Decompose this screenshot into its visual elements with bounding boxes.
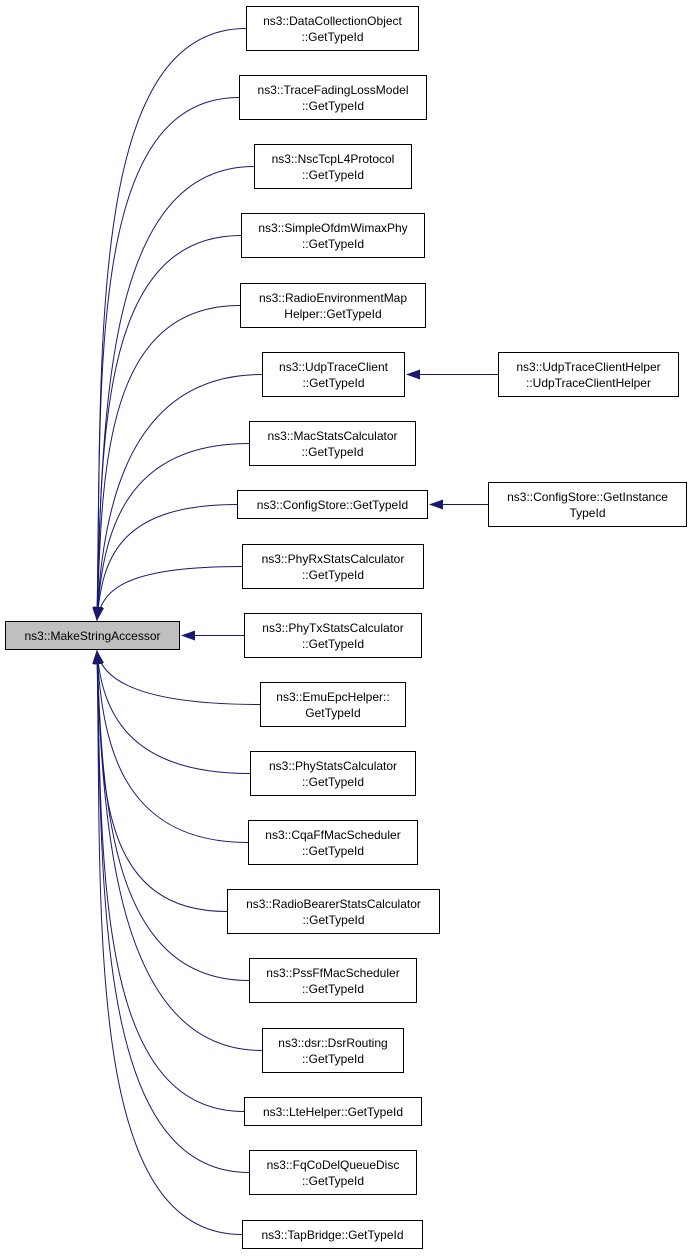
node-config-store-get-type-id[interactable]: ns3::ConfigStore::GetTypeId	[237, 490, 428, 519]
node-label: ns3::RadioEnvironmentMap Helper::GetType…	[258, 290, 408, 321]
node-label: ns3::PhyRxStatsCalculator ::GetTypeId	[261, 551, 405, 582]
edge-n2-to-root	[92, 97, 240, 621]
edge-n3-to-root	[92, 166, 255, 621]
node-label: ns3::UdpTraceClientHelper ::UdpTraceClie…	[516, 359, 661, 390]
edge-n9-to-root	[94, 566, 243, 621]
node-pss-ff-mac-scheduler-get-type-id[interactable]: ns3::PssFfMacScheduler ::GetTypeId	[249, 958, 417, 1003]
root-node-make-string-accessor: ns3::MakeStringAccessor	[5, 621, 180, 650]
node-simple-ofdm-wimax-phy-get-type-id[interactable]: ns3::SimpleOfdmWimaxPhy ::GetTypeId	[241, 213, 425, 258]
node-label: ns3::RadioBearerStatsCalculator ::GetTyp…	[246, 896, 421, 927]
node-label: ns3::NscTcpL4Protocol ::GetTypeId	[271, 151, 395, 182]
node-cqa-ff-mac-scheduler-get-type-id[interactable]: ns3::CqaFfMacScheduler ::GetTypeId	[248, 820, 418, 865]
node-radio-bearer-stats-calculator-get-type-id[interactable]: ns3::RadioBearerStatsCalculator ::GetTyp…	[227, 889, 440, 934]
edge-n5-to-root	[92, 305, 241, 621]
node-label: ns3::ConfigStore::GetInstance TypeId	[507, 489, 668, 520]
edge-n17-to-root	[92, 650, 245, 1112]
node-label: ns3::TraceFadingLossModel ::GetTypeId	[257, 82, 409, 113]
node-label: ns3::PhyTxStatsCalculator ::GetTypeId	[262, 620, 404, 651]
node-config-store-get-instance-type-id[interactable]: ns3::ConfigStore::GetInstance TypeId	[488, 482, 687, 527]
node-lte-helper-get-type-id[interactable]: ns3::LteHelper::GetTypeId	[244, 1097, 422, 1126]
node-label: ns3::FqCoDelQueueDisc ::GetTypeId	[266, 1157, 400, 1188]
edge-n6-to-root	[92, 374, 263, 621]
node-phy-stats-calculator-get-type-id[interactable]: ns3::PhyStatsCalculator ::GetTypeId	[250, 751, 416, 796]
node-label: ns3::LteHelper::GetTypeId	[262, 1104, 404, 1119]
edge-n8-to-root	[93, 504, 238, 621]
node-label: ns3::UdpTraceClient ::GetTypeId	[279, 359, 388, 390]
node-label: ns3::MacStatsCalculator ::GetTypeId	[267, 428, 398, 459]
node-label: ns3::MakeStringAccessor	[24, 628, 161, 643]
node-label: ns3::PssFfMacScheduler ::GetTypeId	[266, 965, 400, 996]
node-phy-rx-stats-calculator-get-type-id[interactable]: ns3::PhyRxStatsCalculator ::GetTypeId	[242, 544, 424, 589]
node-label: ns3::dsr::DsrRouting ::GetTypeId	[278, 1035, 388, 1066]
edge-n19-to-root	[92, 650, 243, 1235]
node-dsr-routing-get-type-id[interactable]: ns3::dsr::DsrRouting ::GetTypeId	[262, 1028, 404, 1073]
node-udp-trace-client-get-type-id[interactable]: ns3::UdpTraceClient ::GetTypeId	[262, 352, 405, 397]
edge-n18-to-root	[92, 650, 250, 1173]
edge-n7-to-root	[92, 443, 250, 621]
edge-n16-to-root	[92, 650, 263, 1051]
edge-n12-to-root	[93, 650, 251, 774]
node-nsc-tcp-l4-protocol-get-type-id[interactable]: ns3::NscTcpL4Protocol ::GetTypeId	[254, 144, 412, 189]
node-label: ns3::CqaFfMacScheduler ::GetTypeId	[265, 827, 401, 858]
node-emu-epc-helper-get-type-id[interactable]: ns3::EmuEpcHelper:: GetTypeId	[260, 682, 406, 727]
node-label: ns3::EmuEpcHelper:: GetTypeId	[276, 689, 390, 720]
node-label: ns3::ConfigStore::GetTypeId	[256, 497, 409, 512]
node-label: ns3::DataCollectionObject ::GetTypeId	[263, 13, 402, 44]
node-phy-tx-stats-calculator-get-type-id[interactable]: ns3::PhyTxStatsCalculator ::GetTypeId	[244, 613, 422, 658]
edge-n4-to-root	[92, 235, 242, 621]
node-data-collection-object-get-type-id[interactable]: ns3::DataCollectionObject ::GetTypeId	[246, 6, 419, 51]
node-trace-fading-loss-model-get-type-id[interactable]: ns3::TraceFadingLossModel ::GetTypeId	[239, 75, 427, 120]
node-tap-bridge-get-type-id[interactable]: ns3::TapBridge::GetTypeId	[242, 1220, 423, 1249]
edge-n11-to-root	[94, 650, 261, 705]
node-label: ns3::SimpleOfdmWimaxPhy ::GetTypeId	[258, 220, 408, 251]
node-fq-codel-queue-disc-get-type-id[interactable]: ns3::FqCoDelQueueDisc ::GetTypeId	[249, 1150, 417, 1195]
node-udp-trace-client-helper[interactable]: ns3::UdpTraceClientHelper ::UdpTraceClie…	[498, 352, 679, 397]
node-label: ns3::TapBridge::GetTypeId	[261, 1227, 404, 1242]
node-radio-environment-map-helper-get-type-id[interactable]: ns3::RadioEnvironmentMap Helper::GetType…	[240, 283, 426, 328]
node-mac-stats-calculator-get-type-id[interactable]: ns3::MacStatsCalculator ::GetTypeId	[249, 421, 416, 466]
node-label: ns3::PhyStatsCalculator ::GetTypeId	[268, 758, 398, 789]
edge-n13-to-root	[92, 650, 249, 843]
